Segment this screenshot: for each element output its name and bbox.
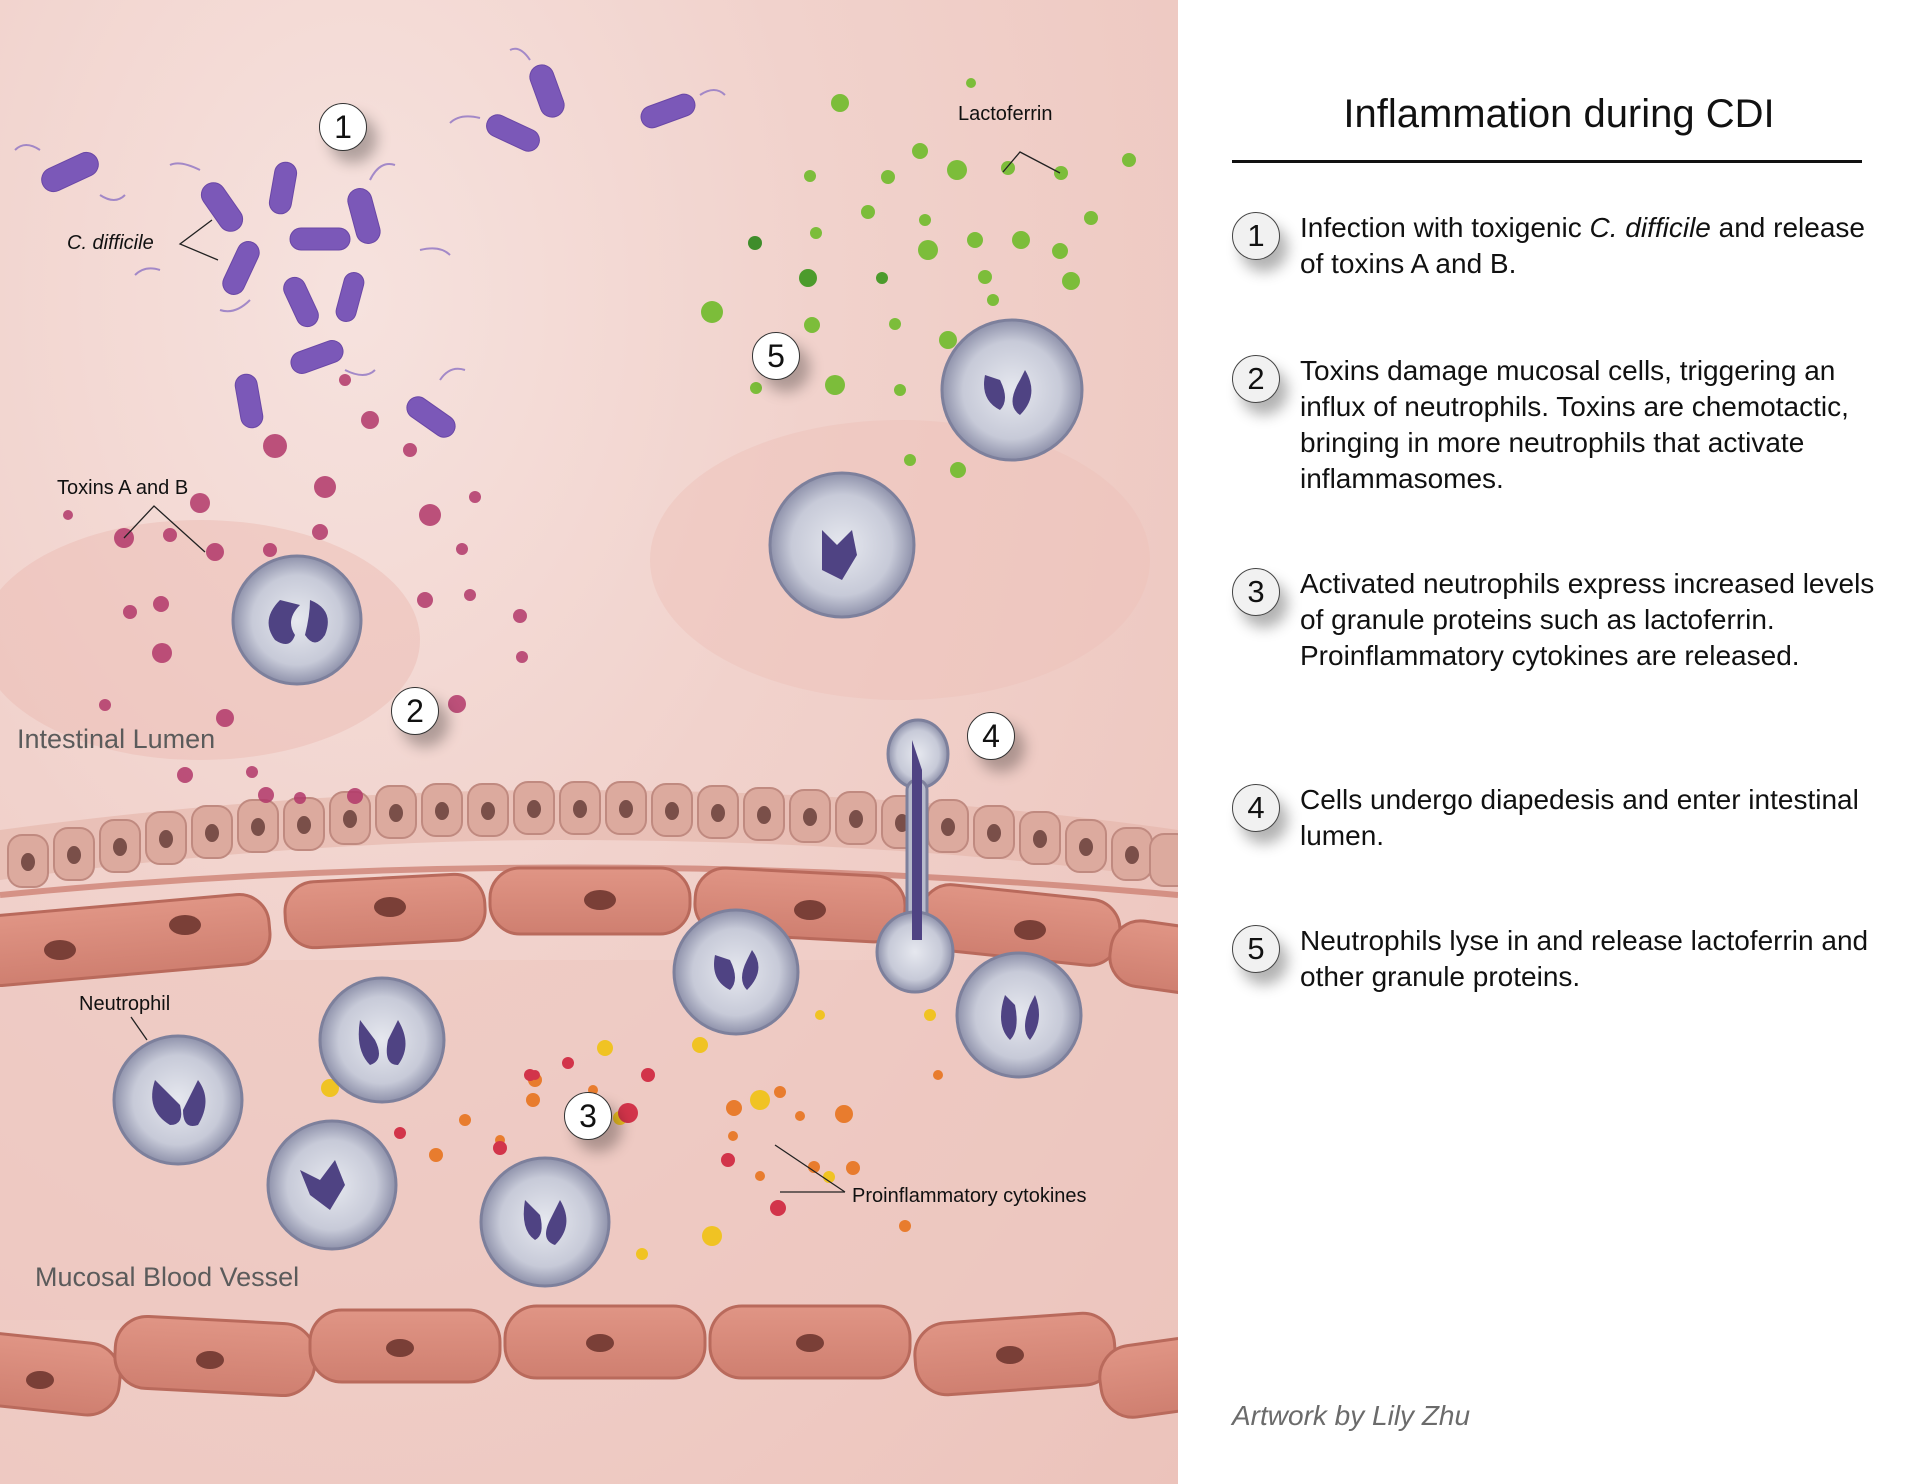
title-divider [1232, 160, 1862, 163]
label-c-difficile: C. difficile [67, 232, 154, 254]
step-number-badge: 4 [1232, 784, 1280, 832]
panel-title: Inflammation during CDI [1343, 92, 1775, 136]
step-number-badge: 3 [1232, 568, 1280, 616]
diagram-badge-5: 5 [752, 332, 800, 380]
neutrophil-nuclei [152, 370, 1039, 1245]
neutrophils [112, 318, 1084, 1288]
toxin-particles [63, 374, 528, 804]
c-difficile-bacteria [41, 64, 696, 438]
step-text: Neutrophils lyse in and release lactofer… [1300, 925, 1869, 992]
region-label-mucosal-blood-vessel: Mucosal Blood Vessel [35, 1262, 300, 1292]
upper-vessel-wall [0, 866, 1178, 997]
label-lactoferrin: Lactoferrin [958, 103, 1053, 125]
label-neutrophil: Neutrophil [79, 993, 171, 1015]
label-toxins: Toxins A and B [57, 477, 189, 499]
illustration: C. difficile Toxins A and B Lactoferrin … [0, 0, 1178, 1484]
step-text: Activated neutrophils express increased … [1300, 568, 1875, 671]
step-text: Infection with toxigenic C. difficile an… [1300, 210, 1890, 282]
region-label-intestinal-lumen: Intestinal Lumen [17, 724, 216, 754]
label-cytokines: Proinflammatory cytokines [852, 1185, 1087, 1207]
step-text: Cells undergo diapedesis and enter intes… [1300, 784, 1859, 851]
artwork-credit: Artwork by Lily Zhu [1232, 1400, 1471, 1431]
illustration-artwork [0, 47, 1178, 1419]
diagram-badge-3: 3 [564, 1092, 612, 1140]
step-text: Toxins damage mucosal cells, triggering … [1300, 355, 1849, 494]
epithelial-layer [0, 781, 1178, 888]
diagram-badge-4: 4 [967, 712, 1015, 760]
diagram-badge-2: 2 [391, 687, 439, 735]
step-text-part: Infection with toxigenic [1300, 212, 1590, 243]
step-number-badge: 1 [1232, 212, 1280, 260]
step-number-badge: 5 [1232, 925, 1280, 973]
step-number-badge: 2 [1232, 355, 1280, 403]
lactoferrin-particles [701, 78, 1136, 478]
species-name: C. difficile [1589, 212, 1711, 243]
diagram-badge-1: 1 [319, 103, 367, 151]
legend-panel: Inflammation during CDI 1 Infection with… [1178, 0, 1920, 1484]
lower-vessel-wall [0, 1304, 1178, 1419]
step-text-part: and release of toxins A and B. [1300, 212, 1865, 279]
